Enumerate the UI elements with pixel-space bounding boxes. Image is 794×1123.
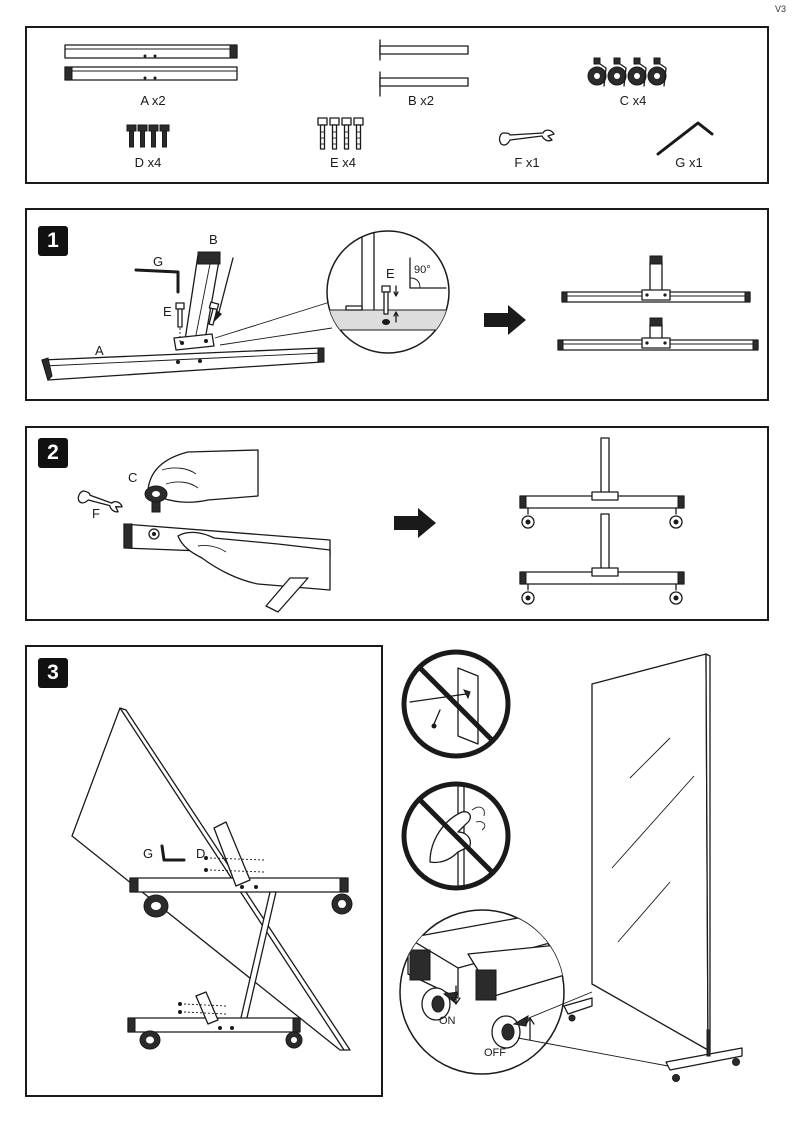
step-3-callout-d: D	[196, 846, 206, 861]
step-1-callout-g: G	[153, 254, 164, 269]
step-1-callout-e: E	[163, 304, 172, 319]
brake-lock-detail	[399, 909, 565, 1075]
part-d-illustration	[126, 124, 170, 148]
part-c-illustration	[587, 57, 667, 87]
arrow-right-icon-2	[394, 508, 436, 538]
step-2-caster-install-illustration	[77, 449, 331, 613]
part-g-label: G x1	[675, 155, 703, 170]
no-touch-icon	[401, 781, 511, 891]
step-3-callout-g: G	[143, 846, 154, 861]
step-1-callout-b: B	[209, 232, 218, 247]
step-2-callout-c: C	[128, 470, 138, 485]
step-1-assembly-illustration	[41, 251, 333, 381]
lock-off-label: OFF	[484, 1047, 506, 1059]
step-1-result-illustration	[557, 255, 759, 351]
assembled-mirror-illustration	[517, 653, 743, 1082]
part-g-illustration	[656, 121, 714, 156]
part-b-label: B x2	[407, 93, 435, 108]
step-3-panel-assembly-illustration	[71, 707, 353, 1051]
part-a-illustration	[64, 44, 238, 81]
step-2-result-illustration	[519, 437, 685, 605]
step-1-detail-circle	[326, 230, 450, 354]
no-nail-icon	[401, 649, 511, 759]
part-c-label: C x4	[619, 93, 647, 108]
step-1-callout-a: A	[95, 343, 104, 358]
step-1-detail-angle: 90°	[414, 264, 431, 276]
step-1-badge: 1	[38, 226, 68, 256]
lock-on-label: ON	[439, 1015, 456, 1027]
part-f-label: F x1	[514, 155, 540, 170]
step-2-badge: 2	[38, 438, 68, 468]
arrow-right-icon	[484, 305, 526, 335]
part-e-label: E x4	[329, 155, 357, 170]
part-f-illustration	[498, 129, 555, 146]
version-label: V3	[774, 4, 786, 14]
step-3-badge: 3	[38, 658, 68, 688]
part-d-label: D x4	[134, 155, 162, 170]
part-b-illustration	[379, 39, 469, 97]
part-e-illustration	[317, 117, 364, 150]
step-2-callout-f: F	[92, 506, 100, 521]
part-a-label: A x2	[140, 93, 166, 108]
step-1-detail-e: E	[386, 266, 395, 281]
